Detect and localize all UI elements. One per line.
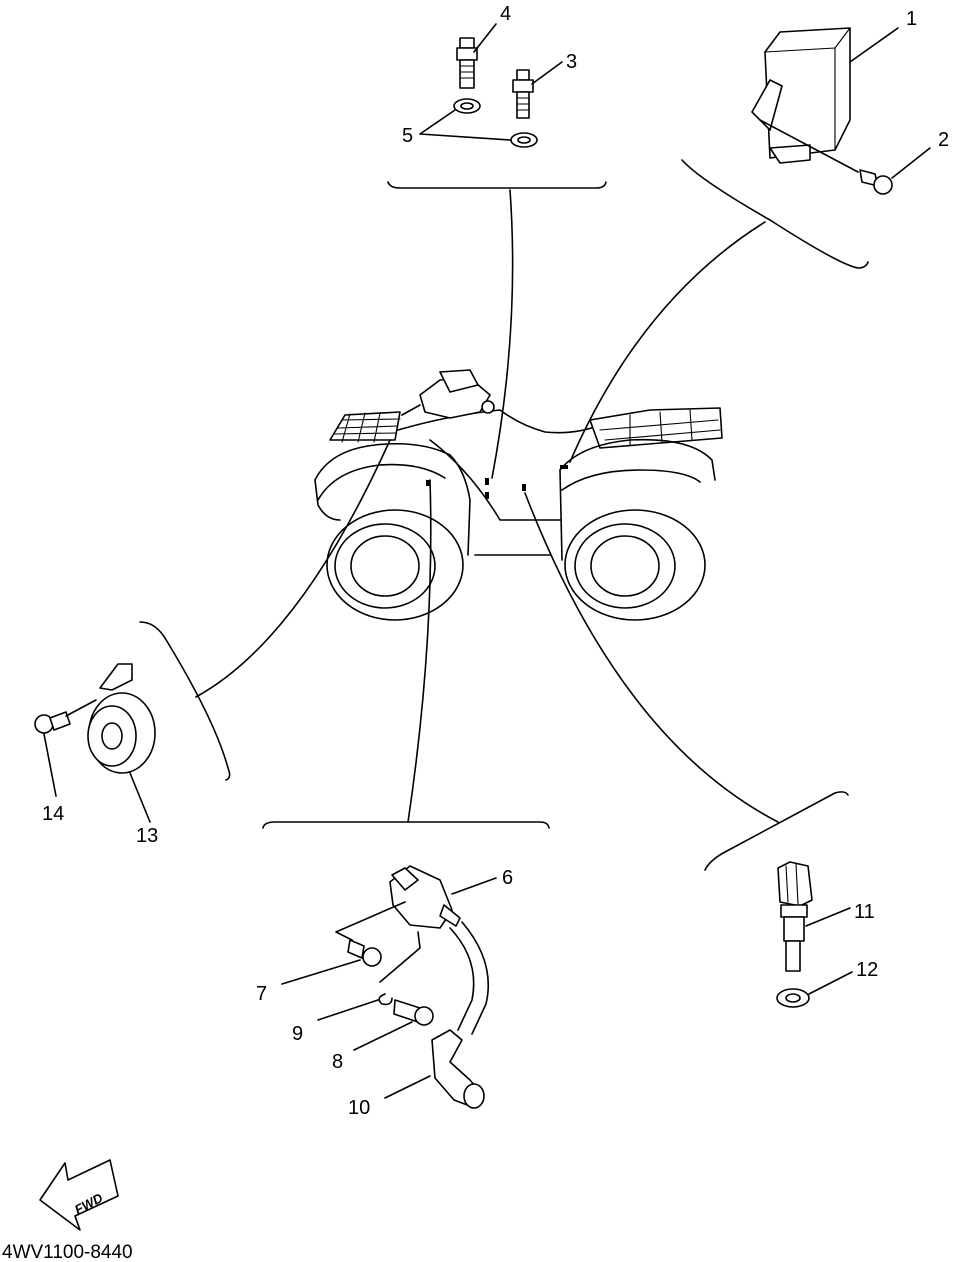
callout-10: 10 [348, 1097, 370, 1119]
part-3-sensor [512, 61, 563, 119]
part-6-switch [389, 865, 497, 929]
callout-labels: 1 2 3 4 5 6 7 8 9 10 11 12 13 14 [42, 3, 949, 1119]
callout-2: 2 [938, 129, 949, 151]
part-4-sensor [456, 23, 497, 89]
callout-13: 13 [136, 825, 158, 847]
drawing-code: 4WV1100-8440 [2, 1242, 133, 1262]
callout-4: 4 [500, 3, 511, 25]
fwd-arrow-icon: FWD [39, 1159, 119, 1231]
callout-3: 3 [566, 51, 577, 73]
part-12-washer [776, 971, 853, 1008]
callout-9: 9 [292, 1023, 303, 1045]
rear-wheel [564, 509, 706, 621]
callout-11: 11 [854, 901, 875, 923]
callout-5: 5 [402, 125, 413, 147]
part-7-bolt [281, 901, 406, 985]
front-wheel [326, 509, 464, 621]
callout-8: 8 [332, 1051, 343, 1073]
callout-1: 1 [906, 8, 917, 30]
part-14-bolt [34, 699, 97, 797]
callout-6: 6 [502, 867, 513, 889]
atv-illustration [314, 369, 723, 621]
part-13-horn [87, 663, 156, 823]
part-8-bolt [353, 999, 434, 1051]
part-1-unit [751, 27, 899, 164]
part-10-lead [384, 921, 490, 1109]
part-11-sensor [777, 861, 851, 972]
callout-7: 7 [256, 983, 267, 1005]
callout-14: 14 [42, 803, 64, 825]
part-2-bolt [759, 119, 931, 195]
callout-12: 12 [856, 959, 878, 981]
group-leader-lines [139, 159, 869, 871]
part-5-washers [419, 98, 538, 148]
part-9-clip [317, 931, 421, 1021]
